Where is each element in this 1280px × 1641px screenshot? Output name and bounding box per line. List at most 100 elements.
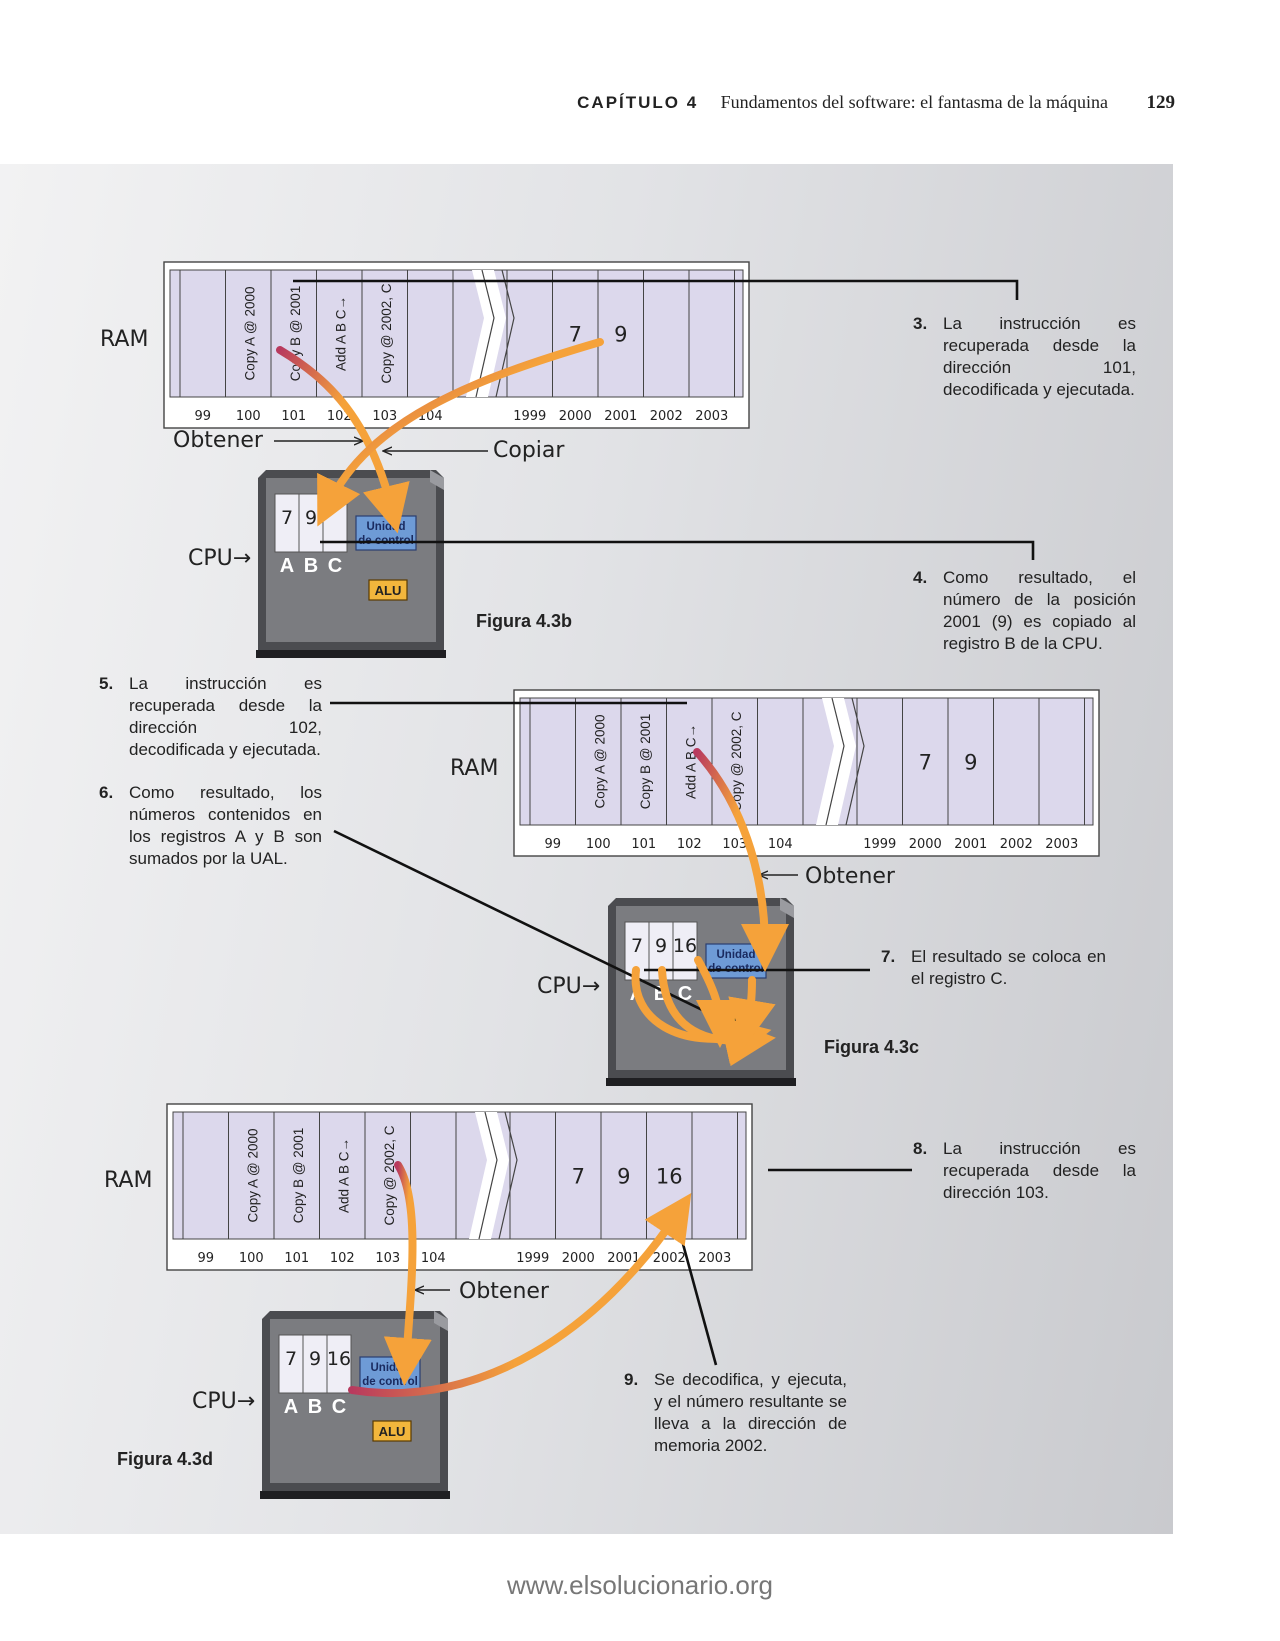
obtain-label-d: Obtener (459, 1279, 549, 1304)
footer-url: www.elsolucionario.org (507, 1570, 773, 1600)
ram-address: 1999 (863, 837, 896, 852)
cu-to-alu-arrow-c (728, 976, 776, 1048)
ram-address: 2000 (559, 409, 592, 424)
leader-line-9 (678, 1232, 718, 1366)
register-value: 16 (327, 1348, 351, 1370)
note-8: 8.La instrucción es recuperada desde la … (913, 1139, 1136, 1202)
register-label: B (308, 1396, 322, 1418)
register-value: 7 (285, 1348, 297, 1370)
ram-instruction: Copy A @ 2000 (242, 286, 257, 380)
ram-instruction: Add A B C→ (683, 724, 698, 799)
ram-address: 103 (375, 1251, 400, 1266)
register-value: 7 (281, 507, 293, 529)
ram-block-c: Copy A @ 2000 Copy B @ 2001 Add A B C→ Copy… (513, 689, 1100, 857)
svg-text:Unidad: Unidad (367, 521, 406, 533)
svg-text:de control: de control (362, 1376, 418, 1388)
copy-arrow-path-b (317, 338, 604, 527)
register-value: 7 (631, 935, 643, 957)
ram-address: 2003 (1045, 837, 1078, 852)
alu-box (372, 1420, 412, 1442)
cpu-label-c: CPU→ (537, 974, 601, 999)
ram-label-b: RAM (100, 327, 149, 352)
ram-instruction: Copy B @ 2001 (291, 1128, 306, 1224)
ram-address: 99 (194, 409, 211, 424)
ram-address: 103 (372, 409, 397, 424)
cpu-register (278, 1334, 304, 1394)
ram-address: 2001 (607, 1251, 640, 1266)
cpu-label-d: CPU→ (192, 1389, 256, 1414)
ram-label-d: RAM (104, 1168, 153, 1193)
note-9: 9.Se decodifica, y ejecuta, y el número … (624, 1370, 847, 1455)
alu-box (368, 579, 408, 601)
ram-value: 7 (569, 323, 582, 347)
ram-address: 2001 (954, 837, 987, 852)
register-value: 9 (309, 1348, 321, 1370)
fetch-arrow-d (383, 1161, 432, 1386)
note-6: 6.Como resultado, los números contenidos… (99, 783, 322, 868)
register-value: 9 (655, 935, 667, 957)
svg-text:ALU: ALU (379, 1424, 406, 1439)
alu-arrow-c (694, 956, 744, 1048)
chapter-label: CAPÍTULO 4 (577, 93, 699, 112)
register-label: C (332, 1396, 346, 1418)
ram-address: 100 (236, 409, 261, 424)
note-3: 3.La instrucción es recuperada desde la … (913, 314, 1136, 399)
cpu-register (274, 493, 300, 553)
page-header: CAPÍTULO 4 Fundamentos del software: el … (0, 92, 1175, 114)
ram-address: 100 (586, 837, 611, 852)
register-value: 9 (305, 507, 317, 529)
leader-line-4 (320, 540, 1035, 560)
ram-address: 2003 (695, 409, 728, 424)
ram-value: 9 (964, 751, 977, 775)
ram-instruction: Copy A @ 2000 (592, 714, 607, 808)
note-5: 5.La instrucción es recuperada desde la … (99, 674, 322, 759)
ram-address: 104 (768, 837, 793, 852)
ram-address: 2002 (650, 409, 683, 424)
cpu-register (326, 1334, 352, 1394)
ram-address: 2002 (1000, 837, 1033, 852)
svg-text:ALU: ALU (375, 583, 402, 598)
note-7: 7.El resultado se coloca en el registro … (881, 947, 1106, 988)
obtain-label-c: Obtener (805, 864, 895, 889)
leader-line-6 (333, 829, 724, 1022)
register-label: A (280, 555, 294, 577)
ram-address: 101 (281, 409, 306, 424)
chapter-title: Fundamentos del software: el fantasma de… (720, 92, 1109, 112)
ram-address: 102 (330, 1251, 355, 1266)
cpu-register (302, 1334, 328, 1394)
ram-instruction: Copy A @ 2000 (245, 1128, 260, 1222)
ram-address: 102 (677, 837, 702, 852)
ram-instruction: Copy B @ 2001 (638, 714, 653, 810)
ram-address: 1999 (513, 409, 546, 424)
leader-line-3 (293, 279, 1019, 300)
ram-address: 1999 (516, 1251, 549, 1266)
ram-instruction: Copy @ 2002, C (729, 711, 744, 811)
ram-address: 104 (421, 1251, 446, 1266)
ram-address: 2003 (698, 1251, 731, 1266)
ram-instruction: Copy @ 2002, C (379, 283, 394, 383)
ram-instruction: Copy @ 2002, C (382, 1125, 397, 1225)
ram-address: 2000 (562, 1251, 595, 1266)
obtain-label-b: Obtener (173, 428, 263, 453)
figure-caption-c: Figura 4.3c (824, 1037, 920, 1057)
ram-value: 16 (656, 1165, 683, 1189)
register-label: C (328, 555, 342, 577)
cpu-label-b: CPU→ (188, 546, 252, 571)
ram-label-c: RAM (450, 756, 499, 781)
copy-label-b: Copiar (493, 438, 565, 463)
figure-caption-d: Figura 4.3d (117, 1449, 214, 1469)
register-label: B (304, 555, 318, 577)
figure-caption-b: Figura 4.3b (476, 611, 573, 631)
ram-instruction: Add A B C→ (333, 296, 348, 371)
ram-value: 7 (572, 1165, 585, 1189)
ram-address: 99 (544, 837, 561, 852)
ram-address: 103 (722, 837, 747, 852)
ram-address: 101 (284, 1251, 309, 1266)
ram-address: 101 (631, 837, 656, 852)
ram-address: 100 (239, 1251, 264, 1266)
ram-address: 2001 (604, 409, 637, 424)
ram-value: 9 (614, 323, 627, 347)
